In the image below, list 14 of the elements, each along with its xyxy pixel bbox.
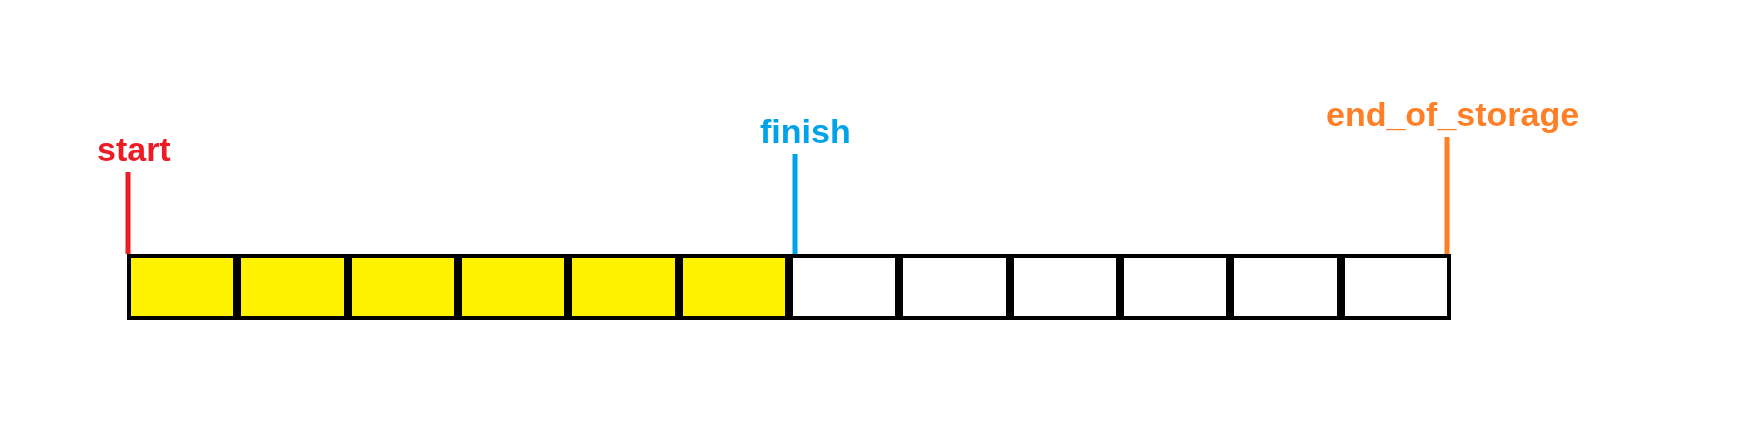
leader-line xyxy=(125,172,131,254)
array-cell xyxy=(1009,254,1120,320)
pointer-label: start xyxy=(97,130,171,168)
leader-line xyxy=(792,154,798,254)
array-cell xyxy=(1120,254,1231,320)
array-cell xyxy=(458,254,569,320)
array-cell xyxy=(1340,254,1451,320)
pointer-label: end_of_storage xyxy=(1326,95,1580,133)
leader-line xyxy=(1444,137,1450,254)
pointer-label: finish xyxy=(760,112,851,150)
array-cell xyxy=(789,254,900,320)
array-cell xyxy=(347,254,458,320)
array-cell xyxy=(127,254,238,320)
array-cell xyxy=(678,254,789,320)
